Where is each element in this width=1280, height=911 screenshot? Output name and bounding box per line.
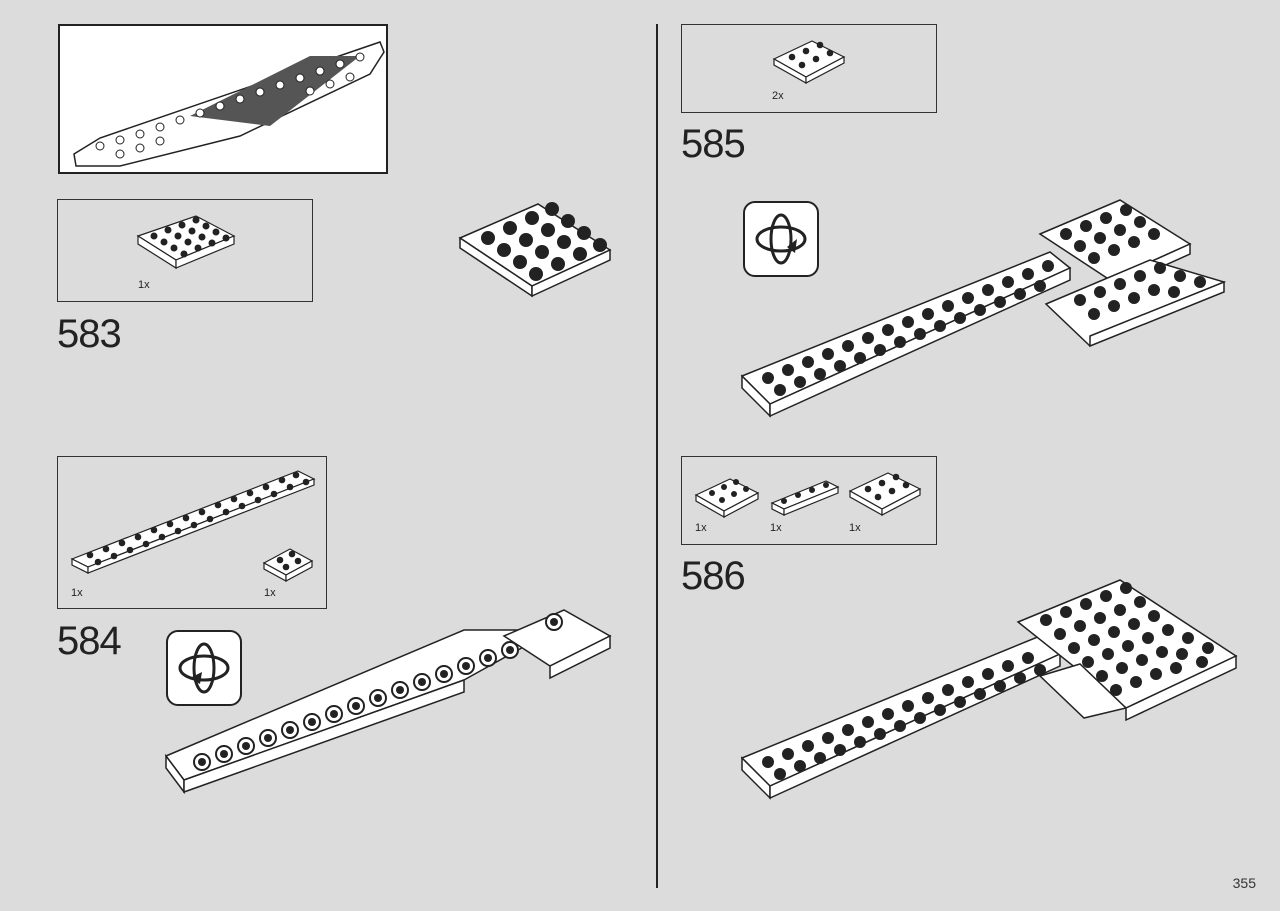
page-number: 355 — [1232, 875, 1256, 891]
rotate-arrows-icon — [755, 213, 807, 265]
step-585-parts-box: 2x — [681, 24, 937, 113]
wing-preview-illustration — [73, 41, 385, 167]
step-number: 583 — [57, 312, 122, 356]
part-quantity: 2x — [772, 90, 784, 102]
plate-4x4-part-icon — [136, 215, 236, 270]
rotate-model-icon — [166, 630, 242, 706]
plate-2x3-part-icon — [848, 472, 922, 517]
step-583-parts-box: 1x — [57, 199, 313, 302]
part-quantity: 1x — [849, 522, 861, 534]
step-number: 586 — [681, 554, 746, 598]
step-number: 584 — [57, 619, 122, 663]
step-586-parts-box: 1x 1x 1x — [681, 456, 937, 545]
step-586-model-illustration — [740, 579, 1238, 800]
plate-2x14-part-icon — [70, 470, 316, 574]
rotate-arrows-icon — [178, 642, 230, 694]
step-585-model-illustration — [740, 199, 1227, 418]
page-divider — [656, 24, 658, 888]
plate-1x4-part-icon — [770, 480, 840, 516]
rotate-model-icon — [743, 201, 819, 277]
part-quantity: 1x — [695, 522, 707, 534]
plate-2x3-part-icon — [772, 40, 846, 85]
plate-2x2-part-icon — [262, 548, 314, 583]
part-quantity: 1x — [770, 522, 782, 534]
part-quantity: 1x — [138, 279, 150, 291]
step-584-model-illustration — [164, 609, 612, 795]
part-quantity: 1x — [264, 587, 276, 599]
step-583-model-illustration — [458, 202, 612, 298]
step-584-parts-box: 1x 1x — [57, 456, 327, 609]
assembly-preview — [58, 24, 388, 174]
plate-2x3-part-icon — [694, 478, 760, 519]
step-number: 585 — [681, 122, 746, 166]
part-quantity: 1x — [71, 587, 83, 599]
